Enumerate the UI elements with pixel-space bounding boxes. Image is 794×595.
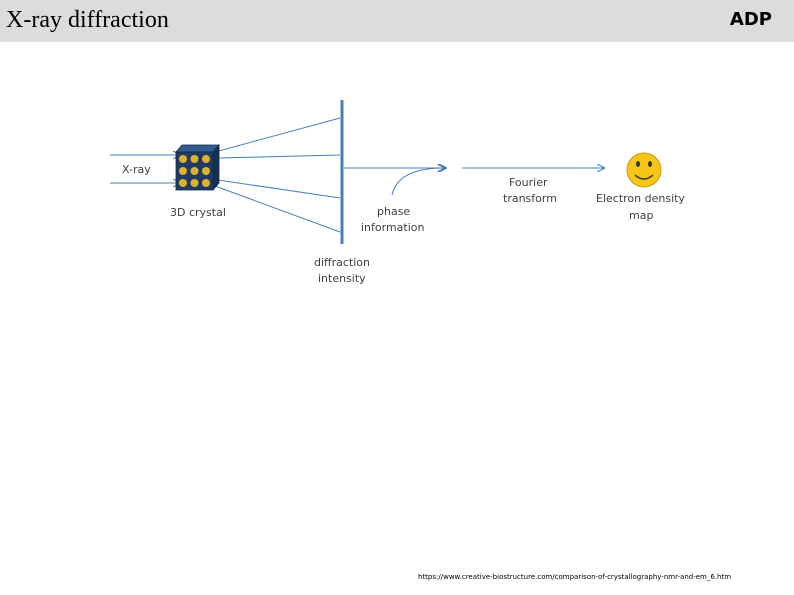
phase-label-1: phase <box>377 205 410 218</box>
source-link[interactable]: https://www.creative-biostructure.com/co… <box>418 573 732 581</box>
phase-arrow <box>391 168 444 196</box>
xray-diffraction-diagram: X-ray 3D crystal diffraction intensity p… <box>110 100 685 285</box>
crystal-label: 3D crystal <box>170 206 226 219</box>
crystal-icon <box>175 143 220 192</box>
diffraction-intensity-label-2: intensity <box>318 272 366 285</box>
xray-label: X-ray <box>122 163 151 176</box>
diffracted-ray-4 <box>214 185 341 233</box>
diffracted-ray-2 <box>217 154 341 159</box>
logo-badge: ADP <box>729 9 772 30</box>
page-title: X-ray diffraction <box>6 7 169 33</box>
edm-label-1: Electron density <box>596 192 685 205</box>
diffracted-ray-1 <box>214 117 341 153</box>
fourier-label-1: Fourier <box>509 176 548 189</box>
diffracted-ray-3 <box>217 179 341 199</box>
diffraction-intensity-label-1: diffraction <box>314 256 370 269</box>
fourier-label-2: transform <box>503 192 557 205</box>
smiley-icon <box>626 152 662 188</box>
edm-label-2: map <box>629 209 653 222</box>
header-bar: X-ray diffraction ADP <box>0 0 794 42</box>
phase-label-2: information <box>361 221 425 234</box>
